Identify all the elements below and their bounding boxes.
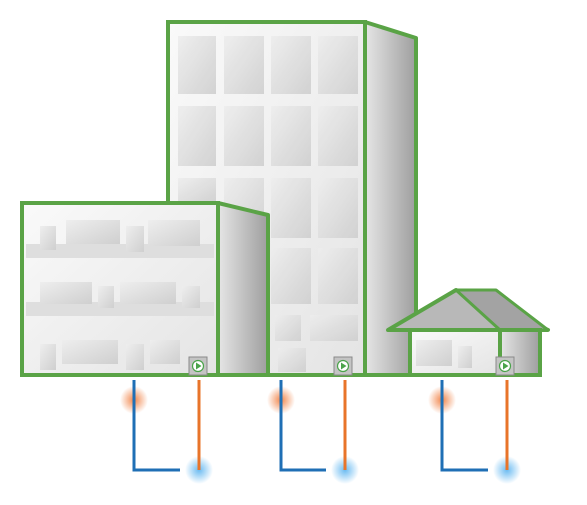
ground-loop-1 [120,380,213,484]
ground-loop-2 [267,380,359,484]
heat-pump-unit-icon [333,356,353,376]
small-house [386,288,550,377]
low-building-side [216,201,270,377]
low-building-floors [26,244,214,316]
heat-pump-unit-icon [188,356,208,376]
house-side [498,328,542,377]
heat-pump-unit-icon [495,356,515,376]
tall-building-windows [178,36,358,372]
house-roof-side [454,288,550,332]
ground-loop-3 [428,380,521,484]
cold-pipe [132,380,180,472]
cold-pipe [279,380,326,472]
cold-pipe [440,380,488,472]
low-building [20,201,270,377]
low-building-windows [40,220,200,370]
